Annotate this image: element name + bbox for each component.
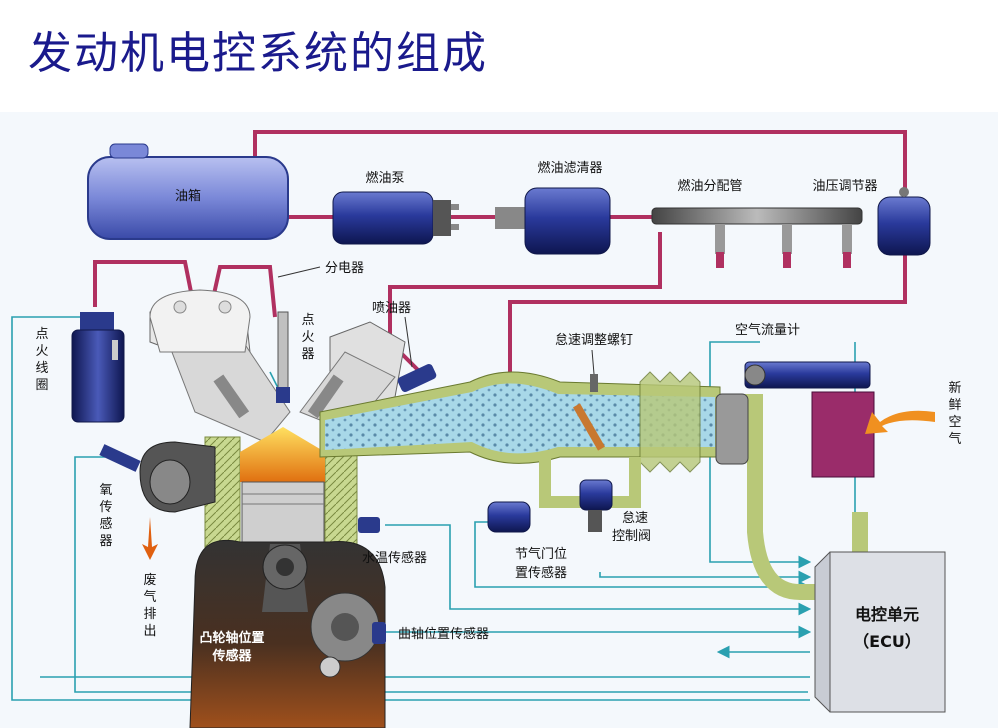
oxygen-sensor-label-3: 感 xyxy=(99,516,112,532)
oxygen-sensor-label-2: 传 xyxy=(99,500,112,515)
fuel-rail: 燃油分配管 xyxy=(651,178,863,268)
fuel-injector: 喷油器 xyxy=(372,301,437,392)
fuel-tank-label: 油箱 xyxy=(175,188,201,204)
fuel-pump: 燃油泵 xyxy=(332,170,459,245)
oxygen-sensor-label-1: 氧 xyxy=(99,483,112,498)
fuel-filter-label: 燃油滤清器 xyxy=(537,160,602,176)
fuel-tank: 油箱 xyxy=(87,143,289,240)
ecu-label-2: （ECU） xyxy=(853,632,921,651)
idle-valve-label-2: 控制阀 xyxy=(612,529,651,544)
idle-valve-label-1: 怠速 xyxy=(622,510,648,526)
engine-block xyxy=(149,296,406,728)
exhaust-manifold xyxy=(99,441,216,560)
fresh-air-label-1: 新 xyxy=(948,380,961,396)
fresh-air-label-4: 气 xyxy=(948,431,961,447)
exhaust-label-2: 气 xyxy=(143,589,156,605)
coolant-sensor-label: 水温传感器 xyxy=(362,550,427,566)
engine-control-diagram: 油箱 燃油泵 燃油滤清器 燃油分配管 油压调节器 点 火 线 xyxy=(0,112,998,728)
distributor-label: 分电器 xyxy=(325,261,364,276)
throttle-sensor-label-1: 节气门位 xyxy=(515,546,567,562)
coolant-sensor: 水温传感器 xyxy=(358,517,427,566)
fresh-air-arrow: 新 鲜 空 气 xyxy=(865,380,962,447)
ignition-coil-label-1: 点 xyxy=(35,327,48,342)
spark-plug-label-1: 点 xyxy=(301,313,314,328)
air-flow-meter: 空气流量计 xyxy=(715,322,875,478)
camshaft-sensor-label-2: 传感器 xyxy=(211,648,252,664)
page-title: 发动机电控系统的组成 xyxy=(28,28,488,79)
camshaft-sensor-label-1: 凸轮轴位置 xyxy=(199,630,264,646)
exhaust-label-4: 出 xyxy=(143,624,156,639)
spark-plug-label-2: 火 xyxy=(301,330,314,345)
injector-label: 喷油器 xyxy=(372,301,411,316)
fuel-pump-label: 燃油泵 xyxy=(365,170,404,186)
fresh-air-label-2: 鲜 xyxy=(948,398,961,413)
ignition-coil: 点 火 线 圈 xyxy=(35,312,125,423)
throttle-sensor-label-2: 置传感器 xyxy=(515,565,567,581)
ecu-label-1: 电控单元 xyxy=(855,605,919,624)
spark-plug-label: 点 火 器 xyxy=(301,313,314,362)
ignition-coil-label-2: 火 xyxy=(35,344,48,359)
idle-control-valve: 怠速 控制阀 xyxy=(579,479,651,544)
distributor: 分电器 xyxy=(149,261,364,353)
spark-plug-label-3: 器 xyxy=(301,347,314,362)
throttle-position-sensor: 节气门位 置传感器 xyxy=(487,501,567,581)
exhaust-label-3: 排 xyxy=(143,607,156,622)
ignition-coil-label-4: 圈 xyxy=(35,378,48,393)
fresh-air-label-3: 空 xyxy=(948,415,961,430)
ecu: 电控单元 （ECU） xyxy=(814,551,946,713)
oxygen-sensor-label-4: 器 xyxy=(99,534,112,549)
oxygen-sensor-label: 氧 传 感 器 xyxy=(99,483,112,549)
ignition-coil-label-3: 线 xyxy=(35,361,48,376)
fuel-rail-label: 燃油分配管 xyxy=(677,178,742,194)
crankshaft-sensor-label: 曲轴位置传感器 xyxy=(398,626,489,642)
pressure-regulator-label: 油压调节器 xyxy=(812,179,877,194)
air-flow-meter-label: 空气流量计 xyxy=(735,322,800,338)
signal-lines xyxy=(11,316,856,701)
exhaust-label-1: 废 xyxy=(143,572,156,588)
crankshaft-sensor: 曲轴位置传感器 xyxy=(372,622,489,644)
fuel-filter: 燃油滤清器 xyxy=(495,160,611,255)
exhaust-label: 废 气 排 出 xyxy=(143,572,156,639)
idle-screw-label: 怠速调整螺钉 xyxy=(555,332,633,348)
pressure-regulator: 油压调节器 xyxy=(812,179,931,256)
